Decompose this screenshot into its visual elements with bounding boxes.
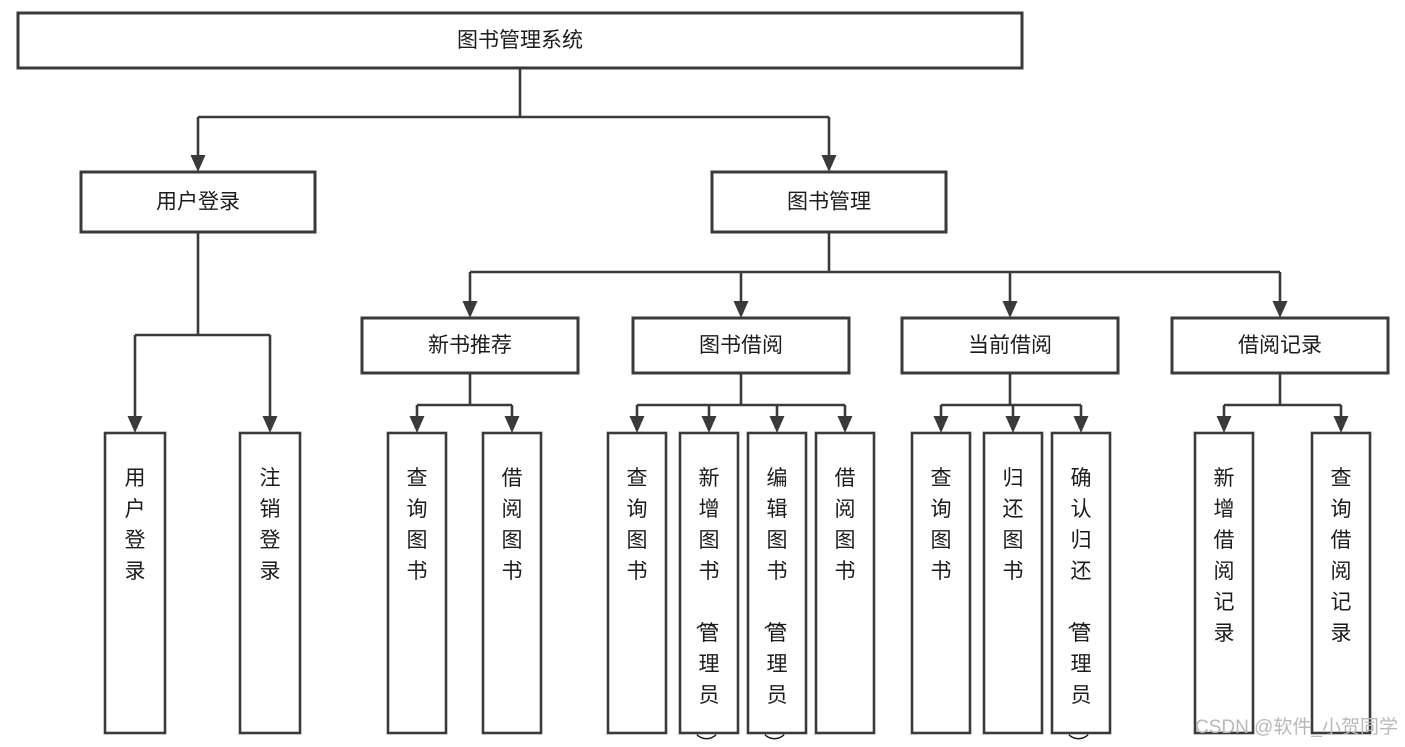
leaf-leaf-logout-arrow-icon	[262, 416, 278, 433]
node-leaf-add-record[interactable]: 新增借阅记录	[1193, 431, 1255, 735]
node-label-leaf-query-book-3: 查询图书	[931, 467, 952, 583]
leaf-leaf-add-book-arrow-icon	[701, 416, 717, 433]
node-label-leaf-confirm-return: 确认归还（管理员）	[1066, 467, 1092, 747]
node-label-current-borrow: 当前借阅	[968, 334, 1052, 357]
node-label-leaf-edit-book: 编辑图书（管理员）	[762, 467, 788, 747]
node-label-user-login: 用户登录	[156, 191, 240, 214]
node-label-leaf-query-book-1: 查询图书	[407, 467, 428, 583]
node-box-leaf-confirm-return[interactable]	[1050, 431, 1112, 735]
node-current-borrow[interactable]: 当前借阅	[900, 316, 1120, 375]
node-borrow-record[interactable]: 借阅记录	[1170, 316, 1390, 375]
node-book-borrow[interactable]: 图书借阅	[631, 316, 851, 375]
node-label-leaf-return-book: 归还图书	[1003, 467, 1024, 583]
node-box-leaf-return-book[interactable]	[982, 431, 1044, 735]
connector-layer	[127, 68, 1349, 433]
node-new-book-recommend[interactable]: 新书推荐	[360, 316, 580, 375]
node-box-leaf-borrow-book-2[interactable]	[814, 431, 876, 735]
node-book-manage[interactable]: 图书管理	[710, 170, 948, 234]
node-leaf-query-book-1[interactable]: 查询图书	[386, 431, 448, 735]
node-label-book-manage: 图书管理	[787, 191, 871, 214]
leaf-leaf-query-book-3-arrow-icon	[933, 416, 949, 433]
node-leaf-confirm-return[interactable]: 确认归还（管理员）	[1050, 431, 1112, 747]
level2-borrow-record-arrow-icon	[1272, 301, 1288, 318]
node-box-leaf-query-book-1[interactable]	[386, 431, 448, 735]
csdn-watermark: CSDN @软件_小贺同学	[1195, 716, 1398, 738]
node-label-leaf-borrow-book-2: 借阅图书	[835, 467, 856, 583]
node-layer: 图书管理系统用户登录图书管理新书推荐图书借阅当前借阅借阅记录用户登录注销登录查询…	[16, 11, 1390, 747]
node-box-leaf-add-record[interactable]	[1193, 431, 1255, 735]
leaf-leaf-user-login-arrow-icon	[127, 416, 143, 433]
node-box-leaf-user-login[interactable]	[103, 431, 167, 735]
level2-current-borrow-arrow-icon	[1002, 301, 1018, 318]
node-leaf-edit-book[interactable]: 编辑图书（管理员）	[746, 431, 808, 747]
node-label-leaf-add-record: 新增借阅记录	[1214, 467, 1235, 645]
node-box-leaf-borrow-book-1[interactable]	[481, 431, 543, 735]
node-label-leaf-query-book-2: 查询图书	[627, 467, 648, 583]
node-box-user-login[interactable]	[79, 170, 317, 234]
leaf-leaf-return-book-arrow-icon	[1005, 416, 1021, 433]
node-box-leaf-query-book-3[interactable]	[910, 431, 972, 735]
node-label-borrow-record: 借阅记录	[1238, 334, 1322, 357]
leaf-leaf-borrow-book-2-arrow-icon	[837, 416, 853, 433]
node-user-login[interactable]: 用户登录	[79, 170, 317, 234]
node-leaf-user-login[interactable]: 用户登录	[103, 431, 167, 735]
node-label-leaf-add-book: 新增图书（管理员）	[694, 467, 720, 747]
leaf-leaf-query-book-2-arrow-icon	[629, 416, 645, 433]
node-box-borrow-record[interactable]	[1170, 316, 1390, 375]
node-label-root: 图书管理系统	[457, 29, 583, 52]
node-box-leaf-edit-book[interactable]	[746, 431, 808, 735]
node-box-leaf-logout[interactable]	[238, 431, 302, 735]
node-leaf-return-book[interactable]: 归还图书	[982, 431, 1044, 735]
leaf-leaf-confirm-return-arrow-icon	[1073, 416, 1089, 433]
node-box-leaf-query-record[interactable]	[1310, 431, 1372, 735]
level1-user-login-arrow-icon	[190, 155, 206, 172]
node-box-leaf-query-book-2[interactable]	[606, 431, 668, 735]
node-box-book-manage[interactable]	[710, 170, 948, 234]
node-box-root[interactable]	[16, 11, 1024, 70]
node-leaf-query-book-3[interactable]: 查询图书	[910, 431, 972, 735]
node-label-new-book-recommend: 新书推荐	[428, 334, 512, 357]
level2-new-book-recommend-arrow-icon	[462, 301, 478, 318]
node-leaf-logout[interactable]: 注销登录	[238, 431, 302, 735]
node-label-book-borrow: 图书借阅	[699, 334, 783, 357]
node-box-book-borrow[interactable]	[631, 316, 851, 375]
node-leaf-query-book-2[interactable]: 查询图书	[606, 431, 668, 735]
leaf-leaf-add-record-arrow-icon	[1216, 416, 1232, 433]
node-box-current-borrow[interactable]	[900, 316, 1120, 375]
node-leaf-query-record[interactable]: 查询借阅记录	[1310, 431, 1372, 735]
node-box-new-book-recommend[interactable]	[360, 316, 580, 375]
leaf-leaf-borrow-book-1-arrow-icon	[504, 416, 520, 433]
level2-book-borrow-arrow-icon	[733, 301, 749, 318]
leaf-leaf-query-book-1-arrow-icon	[409, 416, 425, 433]
node-box-leaf-add-book[interactable]	[678, 431, 740, 735]
leaf-leaf-edit-book-arrow-icon	[769, 416, 785, 433]
node-root[interactable]: 图书管理系统	[16, 11, 1024, 70]
node-leaf-add-book[interactable]: 新增图书（管理员）	[678, 431, 740, 747]
node-label-leaf-borrow-book-1: 借阅图书	[502, 467, 523, 583]
node-leaf-borrow-book-2[interactable]: 借阅图书	[814, 431, 876, 735]
leaf-leaf-query-record-arrow-icon	[1333, 416, 1349, 433]
level1-book-manage-arrow-icon	[821, 155, 837, 172]
node-label-leaf-query-record: 查询借阅记录	[1331, 467, 1352, 645]
node-label-leaf-user-login: 用户登录	[125, 467, 146, 583]
node-leaf-borrow-book-1[interactable]: 借阅图书	[481, 431, 543, 735]
node-label-leaf-logout: 注销登录	[260, 467, 281, 583]
